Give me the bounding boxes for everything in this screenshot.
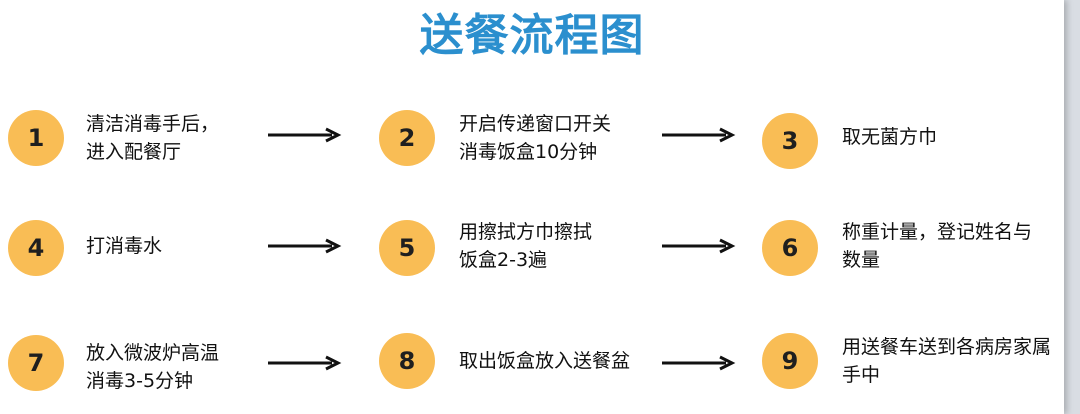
step-text: 打消毒水 [86,232,276,260]
arrow-right-icon [268,238,342,254]
step-7: 7 放入微波炉高温 消毒3-5分钟 [8,335,268,405]
step-9: 9 用送餐车送到各病房家属 手中 [762,333,1051,403]
step-text-line: 进入配餐厅 [86,141,182,163]
arrow-right-icon [662,127,736,143]
step-text-line: 取出饭盒放入送餐盆 [459,350,631,372]
step-number-badge: 4 [8,220,64,276]
step-text-line: 开启传递窗口开关 [459,113,612,135]
arrow-right-icon [268,127,342,143]
step-text: 取出饭盒放入送餐盆 [459,347,649,375]
step-text-line: 打消毒水 [86,235,163,257]
step-text-line: 清洁消毒手后， [86,113,220,135]
step-text: 用送餐车送到各病房家属 手中 [842,333,1052,389]
step-text-line: 称重计量，登记姓名与 [842,221,1033,243]
step-4: 4 打消毒水 [8,220,268,290]
step-text: 放入微波炉高温 消毒3-5分钟 [86,339,276,395]
step-text: 清洁消毒手后， 进入配餐厅 [86,110,276,166]
step-text: 开启传递窗口开关 消毒饭盒10分钟 [459,110,649,166]
diagram-title: 送餐流程图 [419,10,645,61]
step-text-line: 消毒3-5分钟 [86,370,194,392]
step-number-badge: 2 [379,110,435,166]
arrow-right-icon [662,238,736,254]
step-text: 用擦拭方巾擦拭 饭盒2-3遍 [459,218,649,274]
arrow-right-icon [268,355,342,371]
step-1: 1 清洁消毒手后， 进入配餐厅 [8,110,268,180]
step-8: 8 取出饭盒放入送餐盆 [379,333,639,403]
step-number-badge: 5 [379,220,435,276]
step-text-line: 放入微波炉高温 [86,342,220,364]
step-5: 5 用擦拭方巾擦拭 饭盒2-3遍 [379,220,639,290]
step-number-badge: 9 [762,333,818,389]
step-number-badge: 6 [762,220,818,276]
step-text: 取无菌方巾 [842,123,1032,151]
arrow-right-icon [662,355,736,371]
step-text-line: 饭盒2-3遍 [459,249,548,271]
step-text-line: 消毒饭盒10分钟 [459,141,598,163]
step-number-badge: 8 [379,333,435,389]
step-text-line: 数量 [842,249,881,271]
step-6: 6 称重计量，登记姓名与 数量 [762,220,1032,290]
step-text-line: 用擦拭方巾擦拭 [459,221,593,243]
step-text-line: 取无菌方巾 [842,126,938,148]
step-text-line: 用送餐车送到各病房家属 [842,336,1052,358]
step-number-badge: 7 [8,335,64,391]
step-text-line: 手中 [842,364,881,386]
step-text: 称重计量，登记姓名与 数量 [842,218,1032,274]
step-3: 3 取无菌方巾 [762,113,1022,183]
step-2: 2 开启传递窗口开关 消毒饭盒10分钟 [379,110,639,180]
step-number-badge: 3 [762,113,818,169]
step-number-badge: 1 [8,110,64,166]
